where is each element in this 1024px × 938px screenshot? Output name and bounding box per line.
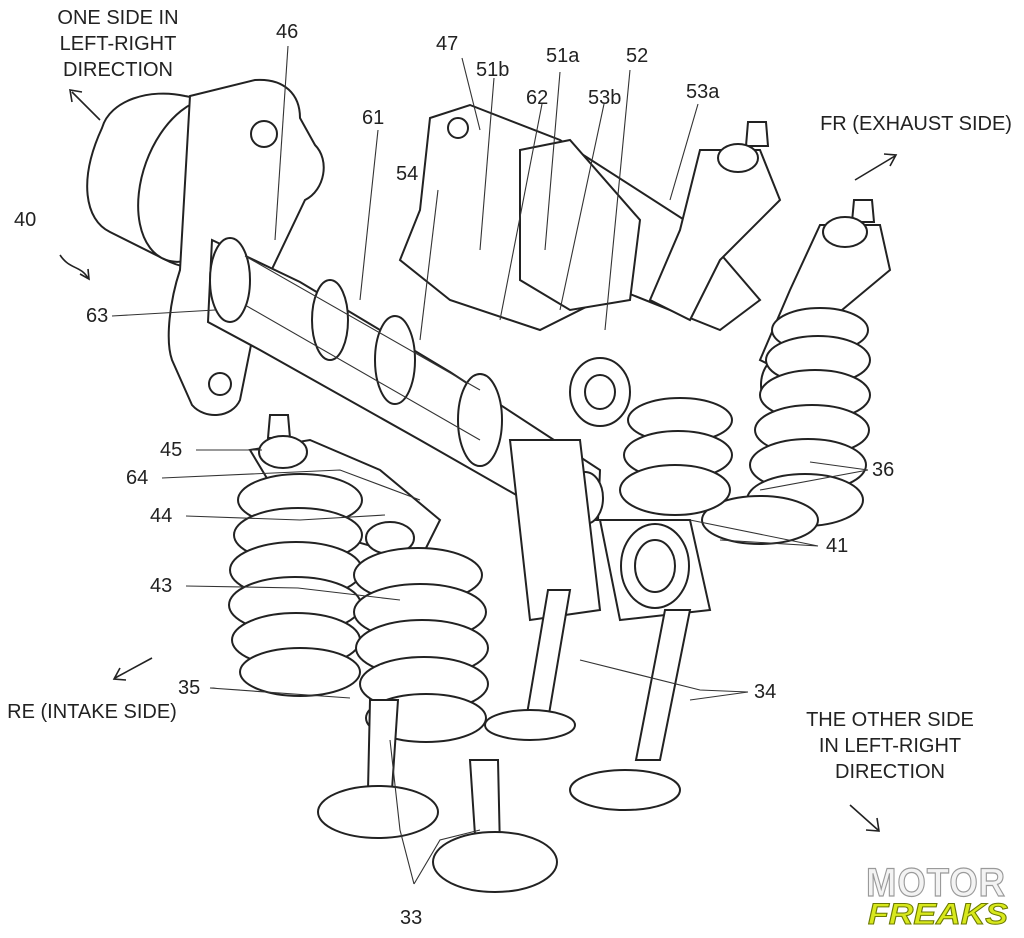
exhaust-valve-springs: [619, 307, 871, 545]
other-side-label-line2: IN LEFT-RIGHT: [819, 735, 961, 757]
camshaft: [206, 237, 604, 525]
other-side-label-line3: DIRECTION: [835, 761, 945, 783]
ref-53b: 53b: [588, 87, 621, 109]
fr-exhaust-label: FR (EXHAUST SIDE): [820, 113, 1012, 135]
ref-33: 33: [400, 907, 422, 929]
reference-numerals: 46 47 51b 51a 52 62 53b 53a 61 54 40 63 …: [14, 21, 894, 929]
other-side-label-line1: THE OTHER SIDE: [806, 709, 974, 731]
ref-36: 36: [872, 459, 894, 481]
direction-arrows: [59, 89, 898, 832]
logo-line-2: FREAKS: [868, 898, 1008, 931]
ref-40: 40: [14, 209, 36, 231]
logo-line-1: MOTOR: [866, 861, 1006, 905]
intake-valves: [317, 699, 558, 893]
arrow-re-icon: [114, 657, 153, 679]
ref-47: 47: [436, 33, 458, 55]
one-side-label-line1: ONE SIDE IN: [57, 7, 178, 29]
ref-45: 45: [160, 439, 182, 461]
ref-52: 52: [626, 45, 648, 67]
camshaft-housing: [86, 78, 325, 417]
ref-35: 35: [178, 677, 200, 699]
ref-63: 63: [86, 305, 108, 327]
ref-54: 54: [396, 163, 418, 185]
one-side-label-line3: DIRECTION: [63, 59, 173, 81]
arrow-other-side-icon: [849, 804, 879, 831]
leader-lines: [111, 45, 869, 885]
ref-51b: 51b: [476, 59, 509, 81]
arrow-40-icon: [59, 254, 89, 279]
re-intake-label: RE (INTAKE SIDE): [7, 701, 177, 723]
ref-43: 43: [150, 575, 172, 597]
ref-34: 34: [754, 681, 776, 703]
exhaust-valves: [484, 589, 692, 811]
ref-51a: 51a: [546, 45, 580, 67]
ref-41: 41: [826, 535, 848, 557]
tappets: [508, 439, 712, 622]
ref-62: 62: [526, 87, 548, 109]
motor-freaks-watermark-logo: MOTOR FREAKS: [865, 860, 1008, 931]
ref-46: 46: [276, 21, 298, 43]
arrow-one-side-icon: [71, 91, 101, 121]
arrow-fr-icon: [854, 155, 896, 181]
ref-61: 61: [362, 107, 384, 129]
one-side-label-line2: LEFT-RIGHT: [60, 33, 177, 55]
ref-64: 64: [126, 467, 148, 489]
ref-53a: 53a: [686, 81, 720, 103]
ref-44: 44: [150, 505, 172, 527]
orientation-labels: ONE SIDE IN LEFT-RIGHT DIRECTION FR (EXH…: [7, 7, 1012, 783]
